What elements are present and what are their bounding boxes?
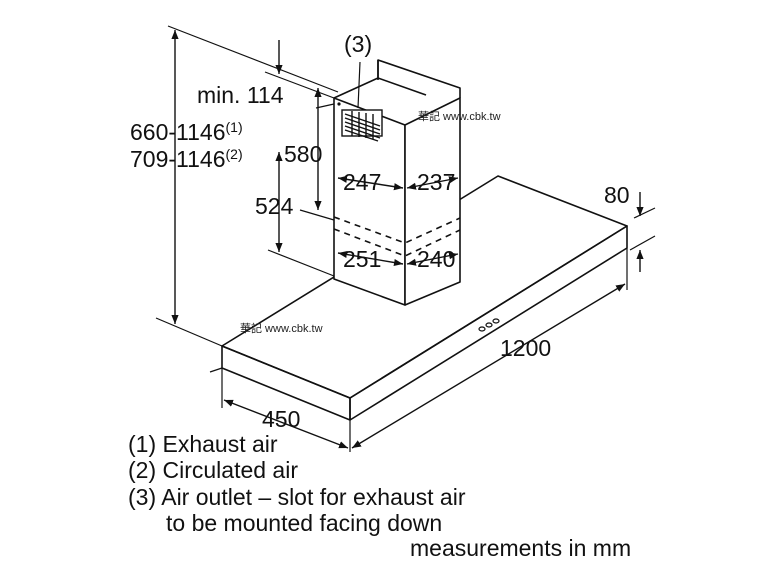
canopy-thickness-label: 80 — [604, 182, 630, 208]
watermark-top: 華記 www.cbk.tw — [418, 111, 501, 123]
dim-upper-side — [406, 176, 459, 190]
chimney-upper-label: 580 — [284, 141, 323, 167]
chimney-inner-top — [377, 77, 427, 96]
dim-canopy-depth — [223, 399, 349, 449]
chimney-side-face — [404, 97, 461, 306]
chimney-split-line-lower — [333, 228, 461, 257]
dim-canopy-width — [351, 283, 626, 449]
total-height-label-2: 709-1146(2) — [130, 147, 243, 171]
upper-width-front-label: 247 — [343, 169, 382, 195]
legend-item-1: (1) Exhaust air — [128, 431, 278, 457]
air-outlet-label: (3) — [344, 31, 373, 57]
chimney-top-edge — [333, 59, 461, 99]
lower-width-front-label: 251 — [343, 246, 382, 272]
legend-item-2: (2) Circulated air — [128, 457, 298, 483]
total-height-label-1: 660-1146(1) — [130, 120, 243, 144]
canopy-depth-label: 450 — [262, 406, 301, 432]
total-height-value-2: 709-1146 — [130, 146, 226, 172]
lower-width-side-label: 240 — [417, 246, 456, 272]
dim-lower-side — [406, 252, 459, 266]
total-height-value-1: 660-1146 — [130, 119, 226, 145]
legend-item-3: (3) Air outlet – slot for exhaust air — [128, 484, 466, 510]
min-top-label: min. 114 — [197, 82, 284, 108]
watermark-middle: 華記 www.cbk.tw — [240, 323, 323, 335]
note-ref-2: (2) — [225, 146, 243, 162]
note-ref-1: (1) — [225, 119, 243, 135]
upper-width-side-label: 237 — [417, 169, 456, 195]
dim-lower-front — [337, 250, 404, 267]
canopy-width-label: 1200 — [500, 335, 552, 361]
chimney-split-line-upper — [333, 216, 461, 244]
air-outlet-grille — [341, 109, 383, 142]
units-note: measurements in mm — [410, 535, 632, 561]
dim-upper-front — [337, 175, 404, 191]
chimney-lower-label: 524 — [255, 193, 294, 219]
legend-item-3-continued: to be mounted facing down — [166, 510, 443, 536]
